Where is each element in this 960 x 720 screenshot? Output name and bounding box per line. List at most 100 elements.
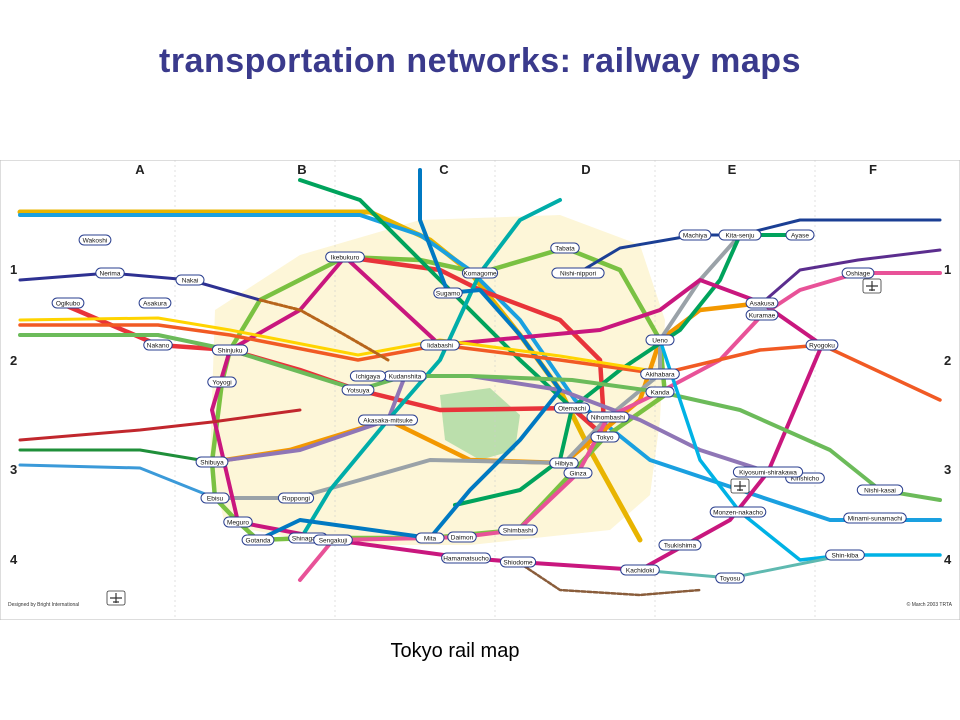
- station-marker: [590, 431, 620, 443]
- rail-line-keisei: [576, 218, 942, 275]
- station-marker: [313, 534, 353, 546]
- station: Kuramae: [745, 309, 779, 321]
- station: Toyosu: [715, 572, 745, 584]
- station-marker: [499, 556, 537, 568]
- station-marker: [715, 572, 745, 584]
- station-label: Nakai: [182, 277, 199, 284]
- station: Tabata: [550, 242, 580, 254]
- airport-icon: [862, 278, 882, 294]
- station: Shinjuku: [211, 344, 249, 356]
- station: Akasaka-mitsuke: [358, 414, 418, 426]
- station: Roppongi: [277, 492, 315, 504]
- station-marker: [551, 267, 605, 279]
- station-marker: [645, 386, 675, 398]
- station-marker: [549, 457, 579, 469]
- station: Iidabashi: [420, 339, 460, 351]
- station: Nakano: [143, 339, 173, 351]
- station-label: Shin-kiba: [831, 552, 858, 559]
- station-label: Yoyogi: [212, 379, 231, 386]
- station-label: Oshiage: [846, 270, 871, 277]
- station-label: Ichigaya: [356, 373, 381, 380]
- imperial-palace-park: [440, 388, 520, 460]
- station: Mita: [415, 532, 445, 544]
- map-credit-copyright: © March 2003 TRTA: [907, 601, 953, 608]
- railway-map-canvas: A B C D E F 1 2 3 4 1 2 3 4: [0, 160, 960, 620]
- station-label: Hamamatsucho: [443, 555, 489, 562]
- station-label: Nishi-kasai: [864, 487, 896, 494]
- station-label: Shinagawa: [292, 535, 325, 542]
- station: Hamamatsucho: [441, 552, 491, 564]
- station: Kudanshita: [383, 370, 427, 382]
- station: Asakusa: [745, 297, 779, 309]
- station-label: Sengakuji: [319, 537, 348, 544]
- station-label: Kinshicho: [791, 475, 820, 482]
- rail-line-chuo: [18, 323, 942, 402]
- airport-icon: [730, 478, 750, 494]
- station-marker: [325, 251, 365, 263]
- map-credit-designer: Designed by Bright International: [8, 602, 79, 608]
- station-label: Shibuya: [200, 459, 224, 466]
- station: Nerima: [95, 267, 125, 279]
- station-label: Nishi-nippori: [560, 270, 596, 277]
- grid-col-label: C: [439, 162, 449, 177]
- station-label: Mita: [424, 535, 437, 542]
- station-marker: [143, 339, 173, 351]
- grid-row-label: 4: [944, 552, 952, 567]
- station: Akihabara: [640, 368, 680, 380]
- station: Machiya: [678, 229, 712, 241]
- station: Sengakuji: [313, 534, 353, 546]
- station-marker: [745, 309, 779, 321]
- station-label: Komagome: [463, 270, 497, 277]
- railway-map: A B C D E F 1 2 3 4 1 2 3 4: [0, 160, 960, 620]
- station-label: Toyosu: [720, 575, 741, 582]
- station-marker: [349, 370, 387, 382]
- station-label: Ryogoku: [809, 342, 835, 349]
- station: Sugamo: [433, 287, 463, 299]
- station: Nakai: [175, 274, 205, 286]
- grid-row-label: 4: [10, 552, 18, 567]
- grid-col-label: B: [297, 162, 306, 177]
- station: Ueno: [645, 334, 675, 346]
- station: Tokyo: [590, 431, 620, 443]
- station-marker: [620, 564, 660, 576]
- station: Nihombashi: [586, 411, 630, 423]
- station-label: Nihombashi: [591, 414, 625, 421]
- station-marker: [658, 539, 702, 551]
- station-marker: [433, 287, 463, 299]
- station-label: Ebisu: [207, 495, 224, 502]
- station-marker: [709, 506, 767, 518]
- station: Kita-senju: [718, 229, 762, 241]
- station-label: Asakura: [143, 300, 167, 307]
- grid-row-label: 3: [10, 462, 17, 477]
- grid-row-label: 1: [944, 262, 951, 277]
- station-label: Kanda: [651, 389, 670, 396]
- station: Daimon: [447, 531, 477, 543]
- station: Ayase: [785, 229, 815, 241]
- station-label: Tsukishima: [664, 542, 697, 549]
- station-label: Kiyosumi-shirakawa: [739, 469, 797, 476]
- station-marker: [498, 524, 538, 536]
- station: Nishi-kasai: [856, 484, 904, 496]
- station: Minami-sunamachi: [843, 512, 907, 524]
- rail-line-tokyu: [18, 408, 302, 442]
- station-marker: [277, 492, 315, 504]
- station: Asakura: [138, 297, 172, 309]
- station: Komagome: [461, 267, 499, 279]
- station-label: Asakusa: [750, 300, 775, 307]
- station-label: Minami-sunamachi: [848, 515, 903, 522]
- station-marker: [51, 297, 85, 309]
- station-label: Kudanshita: [389, 373, 422, 380]
- station-label: Gotanda: [246, 537, 271, 544]
- station-marker: [415, 532, 445, 544]
- station-marker: [211, 344, 249, 356]
- station-label: Meguro: [227, 519, 249, 526]
- station: Otemachi: [553, 402, 591, 414]
- station: Ogikubo: [51, 297, 85, 309]
- station-label: Shinjuku: [218, 347, 243, 354]
- station-marker: [341, 384, 375, 396]
- grid-col-label: D: [581, 162, 590, 177]
- station-marker: [195, 456, 229, 468]
- grid-col-label: A: [135, 162, 145, 177]
- grid-row-label: 3: [944, 462, 951, 477]
